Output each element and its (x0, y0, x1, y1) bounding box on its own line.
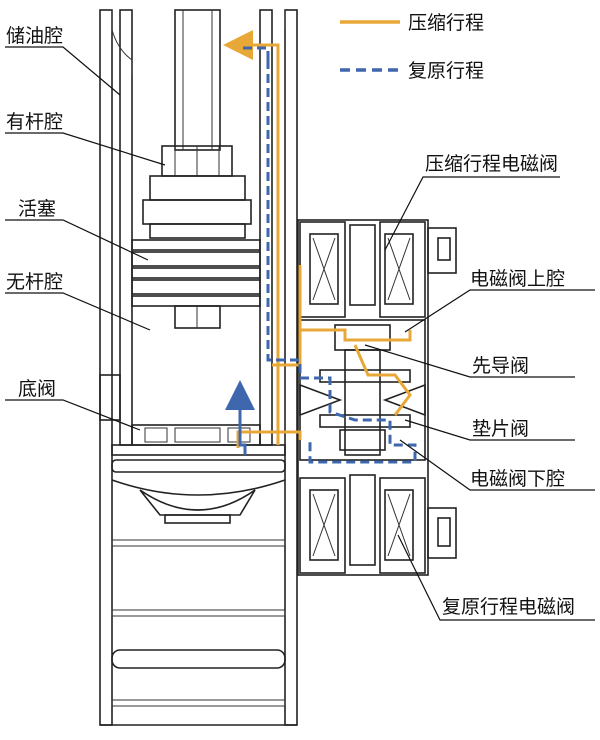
legend: 压缩行程 复原行程 (340, 12, 484, 82)
label-compression-solenoid: 压缩行程电磁阀 (425, 153, 558, 175)
legend-rebound-label: 复原行程 (408, 60, 484, 82)
leader-lines (5, 46, 595, 621)
compression-path (223, 30, 412, 448)
legend-compression-label: 压缩行程 (408, 12, 484, 34)
label-rod-chamber: 有杆腔 (6, 111, 63, 133)
labels: 储油腔 有杆腔 活塞 无杆腔 底阀 压缩行程电磁阀 电磁阀上腔 先导阀 垫片阀 … (6, 25, 575, 618)
label-oil-chamber: 储油腔 (6, 25, 63, 47)
label-solenoid-lower-chamber: 电磁阀下腔 (470, 468, 565, 490)
label-rodless-chamber: 无杆腔 (6, 271, 63, 293)
label-pilot-valve: 先导阀 (472, 355, 529, 377)
label-rebound-solenoid: 复原行程电磁阀 (442, 596, 575, 618)
solenoid-valve-assembly (297, 219, 457, 576)
label-solenoid-upper-chamber: 电磁阀上腔 (470, 268, 565, 290)
damper-body (99, 9, 298, 726)
rebound-path (225, 46, 417, 464)
label-base-valve: 底阀 (18, 378, 56, 400)
label-shim-valve: 垫片阀 (472, 418, 529, 440)
label-piston: 活塞 (18, 198, 56, 220)
